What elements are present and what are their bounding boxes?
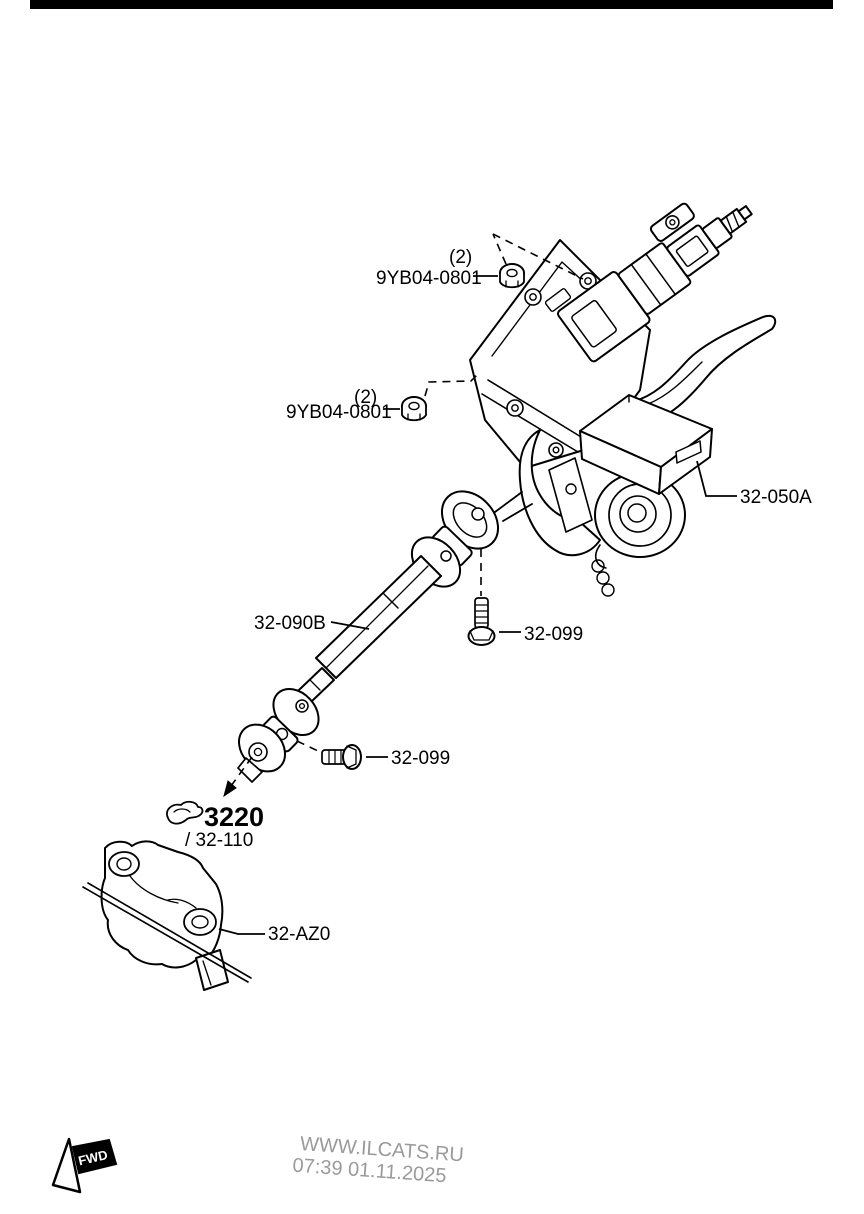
clip-icon xyxy=(166,800,204,825)
intermediate-shaft xyxy=(237,490,500,783)
hex-bolt-icon xyxy=(467,597,496,646)
fwd-label: FWD xyxy=(77,1147,109,1168)
callout-part-number-sub: / 32-110 xyxy=(185,830,253,851)
leader-lines xyxy=(218,275,737,935)
dashed-guide-lines xyxy=(230,233,584,787)
flange-nut-icon xyxy=(499,263,525,289)
callout-part-number: 3220 xyxy=(204,802,264,832)
callout-qty: (2) xyxy=(354,387,377,408)
ecu-box xyxy=(579,394,713,495)
callout-part-number: 32-050A xyxy=(740,487,812,508)
callout-part-number: 32-AZ0 xyxy=(268,924,330,945)
lower-gear-housing xyxy=(494,429,615,597)
assist-motor xyxy=(594,472,686,569)
watermark: WWW.ILCATS.RU 07:39 01.11.2025 xyxy=(292,1133,465,1187)
top-border-bar xyxy=(30,0,833,9)
upper-column-shaft xyxy=(556,202,753,363)
callout-part-number: 32-090B xyxy=(254,613,326,634)
callout-part-number: 9YB04-0801 xyxy=(286,402,392,423)
callout-part-number: 32-099 xyxy=(391,748,450,769)
flange-nut-icon xyxy=(401,396,427,422)
callout-part-number: 32-099 xyxy=(524,624,583,645)
callout-qty: (2) xyxy=(449,247,472,268)
hex-bolt-icon xyxy=(321,744,362,770)
column-hole-cover xyxy=(82,840,252,991)
callout-part-number: 9YB04-0801 xyxy=(376,268,482,289)
fwd-arrow-icon: FWD xyxy=(51,1137,118,1194)
arrowhead xyxy=(223,780,237,798)
